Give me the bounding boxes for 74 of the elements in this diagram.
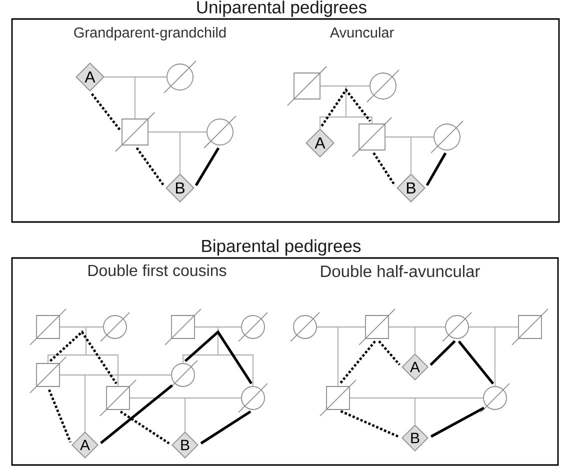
dotted-line: [338, 340, 376, 384]
slashed-circle: [238, 312, 268, 342]
thick-line: [458, 340, 494, 385]
pedigree-title: Double half-avuncular: [321, 265, 480, 278]
slashed-square: [358, 308, 396, 346]
pedigree-line: [316, 326, 338, 328]
pedigree-line: [60, 326, 86, 328]
pedigree-line: [218, 326, 242, 328]
slashed-square: [287, 66, 327, 106]
pedigree-line: [134, 76, 167, 78]
pedigree-line: [182, 354, 218, 364]
dotted-line: [378, 340, 400, 366]
thick-line: [200, 410, 252, 444]
slashed-circle: [480, 383, 510, 413]
pedigree-line: [388, 326, 416, 328]
thick-line: [430, 340, 456, 366]
dotted-line: [48, 389, 72, 443]
pedigree-line: [385, 136, 412, 138]
thick-line: [426, 152, 447, 186]
pedigree-line: [184, 398, 186, 432]
section-title: Uniparental pedigrees: [197, 0, 366, 17]
slashed-square: [320, 380, 356, 416]
pedigree-line: [410, 136, 412, 174]
slashed-circle: [238, 383, 268, 413]
pedigree-line: [494, 326, 496, 386]
dotted-line: [136, 147, 165, 186]
slashed-circle: [430, 120, 464, 154]
thick-line: [194, 147, 220, 186]
thick-line: [100, 384, 174, 444]
pedigree-line: [468, 326, 496, 328]
slashed-circle: [100, 312, 130, 342]
pedigree-line: [104, 76, 136, 78]
dotted-line: [340, 410, 400, 438]
slashed-square: [30, 308, 66, 346]
pedigree-line: [414, 326, 446, 328]
pedigree-line: [338, 326, 366, 328]
pedigree-line: [346, 116, 372, 124]
section-title: Biparental pedigrees: [202, 239, 361, 256]
pedigree-line: [86, 326, 104, 328]
pedigree-line: [86, 354, 118, 386]
pedigree-line: [410, 136, 434, 138]
thick-line: [184, 330, 252, 384]
dotted-line: [49, 330, 118, 384]
pedigree-line: [60, 374, 86, 376]
pedigree-title: Grandparent-grandchild: [74, 26, 226, 40]
dotted-line: [320, 88, 372, 127]
pedigree-line: [134, 76, 136, 119]
slashed-square: [30, 356, 66, 394]
pedigree-line: [320, 116, 346, 129]
dotted-line: [372, 152, 396, 186]
pedigree-line: [414, 398, 416, 425]
pedigree-line: [414, 326, 416, 354]
slashed-circle: [164, 60, 196, 94]
slashed-circle: [168, 360, 198, 390]
slashed-circle: [204, 116, 236, 148]
slashed-square: [512, 308, 548, 346]
slashed-circle: [290, 312, 320, 342]
pedigree-line: [48, 354, 86, 364]
dotted-line: [120, 410, 170, 444]
thick-line: [430, 406, 485, 438]
slashed-circle: [366, 70, 400, 102]
pedigree-line: [494, 326, 518, 328]
pedigree-line: [84, 374, 172, 376]
slashed-square: [115, 112, 155, 152]
slashed-square: [100, 380, 136, 416]
pedigree-title: Avuncular: [330, 26, 394, 38]
dotted-line: [90, 93, 121, 130]
slashed-square: [352, 117, 392, 157]
pedigree-line: [84, 374, 86, 432]
pedigree-line: [194, 326, 218, 328]
pedigree-line: [218, 354, 254, 386]
slashed-square: [164, 308, 202, 346]
slashed-circle: [442, 312, 472, 342]
pedigree-title: Double first cousins: [88, 264, 226, 276]
